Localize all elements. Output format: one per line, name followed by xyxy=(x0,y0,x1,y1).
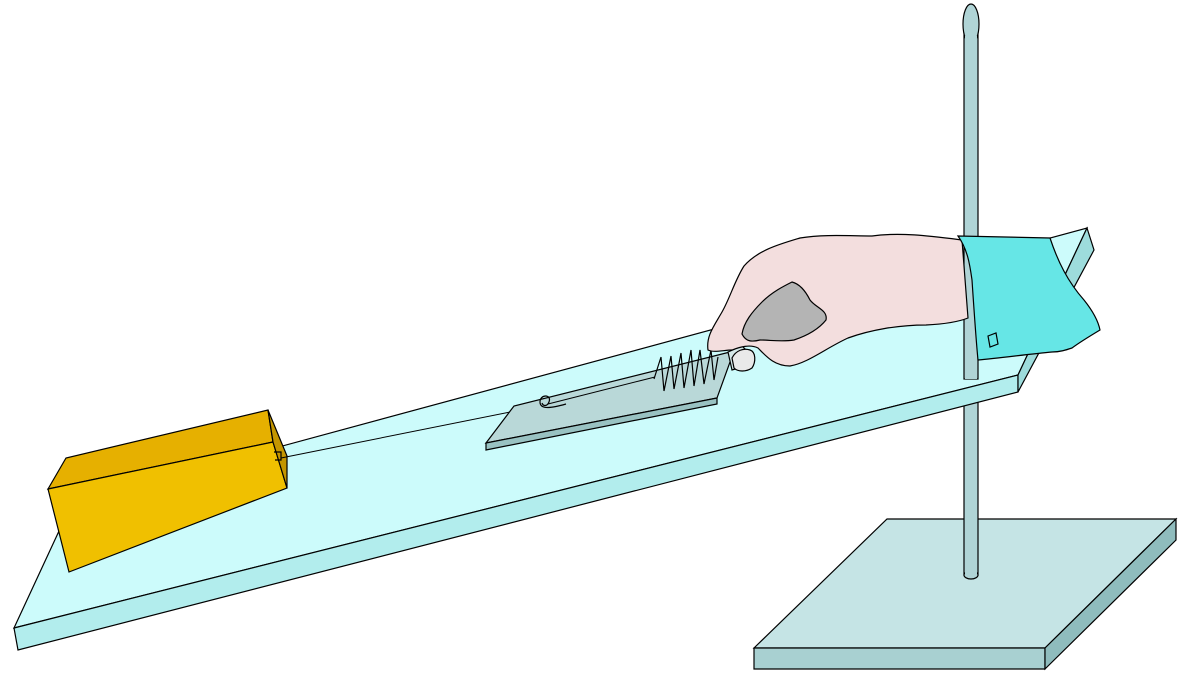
hand-fingertip xyxy=(732,349,755,371)
stand-base-front xyxy=(754,648,1045,669)
stand-rod-lower xyxy=(964,395,978,579)
